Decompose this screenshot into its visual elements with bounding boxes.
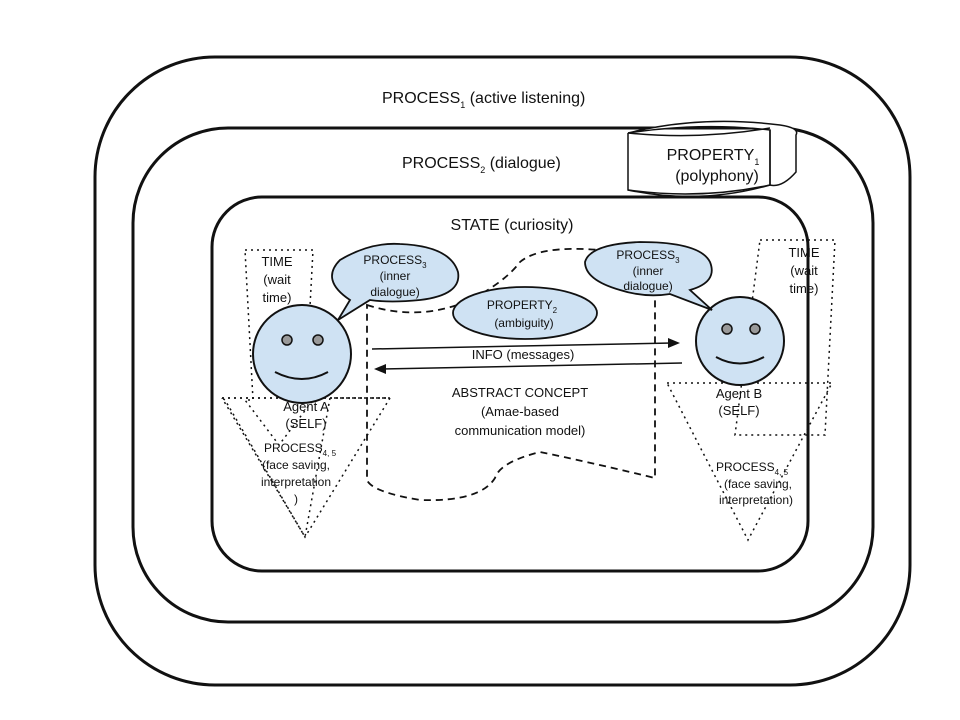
state-boundary (210, 195, 810, 573)
process3-a-line3: dialogue) (370, 285, 419, 299)
property2-bubble (452, 286, 598, 340)
process2-label: PROCESS2 (dialogue) (402, 155, 561, 175)
process45-a-label: PROCESS4, 5 (264, 441, 337, 458)
process3-b-label: PROCESS3 (616, 248, 680, 265)
property2-desc: (ambiguity) (494, 316, 553, 330)
agent-b-eye-left (721, 323, 733, 335)
abstract-line2: (Amae-based (481, 404, 559, 419)
time-a-line1: TIME (261, 254, 292, 269)
agent-b-eye-right (749, 323, 761, 335)
abstract-line3: communication model) (455, 423, 586, 438)
info-label: INFO (messages) (472, 347, 575, 362)
process1-label: PROCESS1 (active listening) (382, 90, 585, 110)
process3-a-bubble (331, 242, 460, 321)
agent-a-self: (SELF) (285, 416, 326, 431)
process3-b-line2: (inner (633, 264, 664, 278)
agent-b-face (695, 296, 785, 386)
process3-a-line2: (inner (380, 269, 411, 283)
time-a-line3: time) (263, 290, 292, 305)
property1-desc: (polyphony) (675, 168, 759, 185)
process45-a-line1: (face saving, (262, 458, 330, 472)
process45-a-line3: ) (294, 492, 298, 506)
agent-b-self: (SELF) (718, 403, 759, 418)
info-arrow-right (371, 338, 680, 350)
agent-b-name: Agent B (716, 386, 762, 401)
state-label: STATE (curiosity) (451, 217, 574, 234)
agent-b-smile (715, 356, 765, 365)
agent-a-eye-right (312, 334, 324, 346)
process1-boundary (93, 55, 912, 687)
agent-a-smile (274, 371, 329, 380)
process2-boundary (131, 126, 875, 624)
process3-a-label: PROCESS3 (363, 253, 427, 270)
process45-b-line2: interpretation) (719, 493, 793, 507)
process45-b-line1: (face saving, (724, 477, 792, 491)
process3-b-line3: dialogue) (623, 279, 672, 293)
agent-a-eye-left (281, 334, 293, 346)
property2-label: PROPERTY2 (487, 298, 558, 315)
property1-label: PROPERTY1 (667, 147, 760, 167)
time-b-line2: (wait (790, 263, 818, 278)
time-b-line1: TIME (788, 245, 819, 260)
process3-b-bubble (584, 241, 713, 311)
abstract-line1: ABSTRACT CONCEPT (452, 385, 588, 400)
time-b-line3: time) (790, 281, 819, 296)
time-a-line2: (wait (263, 272, 291, 287)
agent-a-face (252, 304, 352, 404)
agent-a-name: Agent A (283, 399, 329, 414)
time-arrow-b (734, 239, 836, 436)
process45-b-label: PROCESS4, 5 (716, 460, 789, 477)
process45-a-line2: interpretation (261, 475, 331, 489)
info-arrow-left (374, 362, 683, 374)
